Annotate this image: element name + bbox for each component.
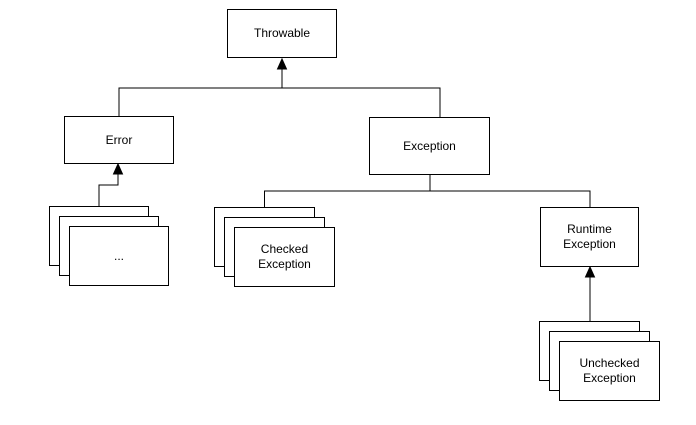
edge-dots-to-error [98,174,119,206]
node-runtime-exception: Runtime Exception [540,207,639,267]
edge-error-exception-branch [118,87,441,117]
node-error-subclasses: ... [69,226,169,286]
node-throwable: Throwable [227,9,337,58]
arrowhead-to-runtime-icon [584,265,596,278]
node-unchecked-exception: Unchecked Exception [559,341,660,401]
arrowhead-to-error-icon [112,162,124,175]
edge-checked-runtime-branch [264,190,591,207]
node-exception: Exception [369,117,490,175]
node-checked-exception: Checked Exception [234,227,335,287]
arrowhead-to-throwable-icon [276,57,288,70]
node-error: Error [64,116,174,164]
